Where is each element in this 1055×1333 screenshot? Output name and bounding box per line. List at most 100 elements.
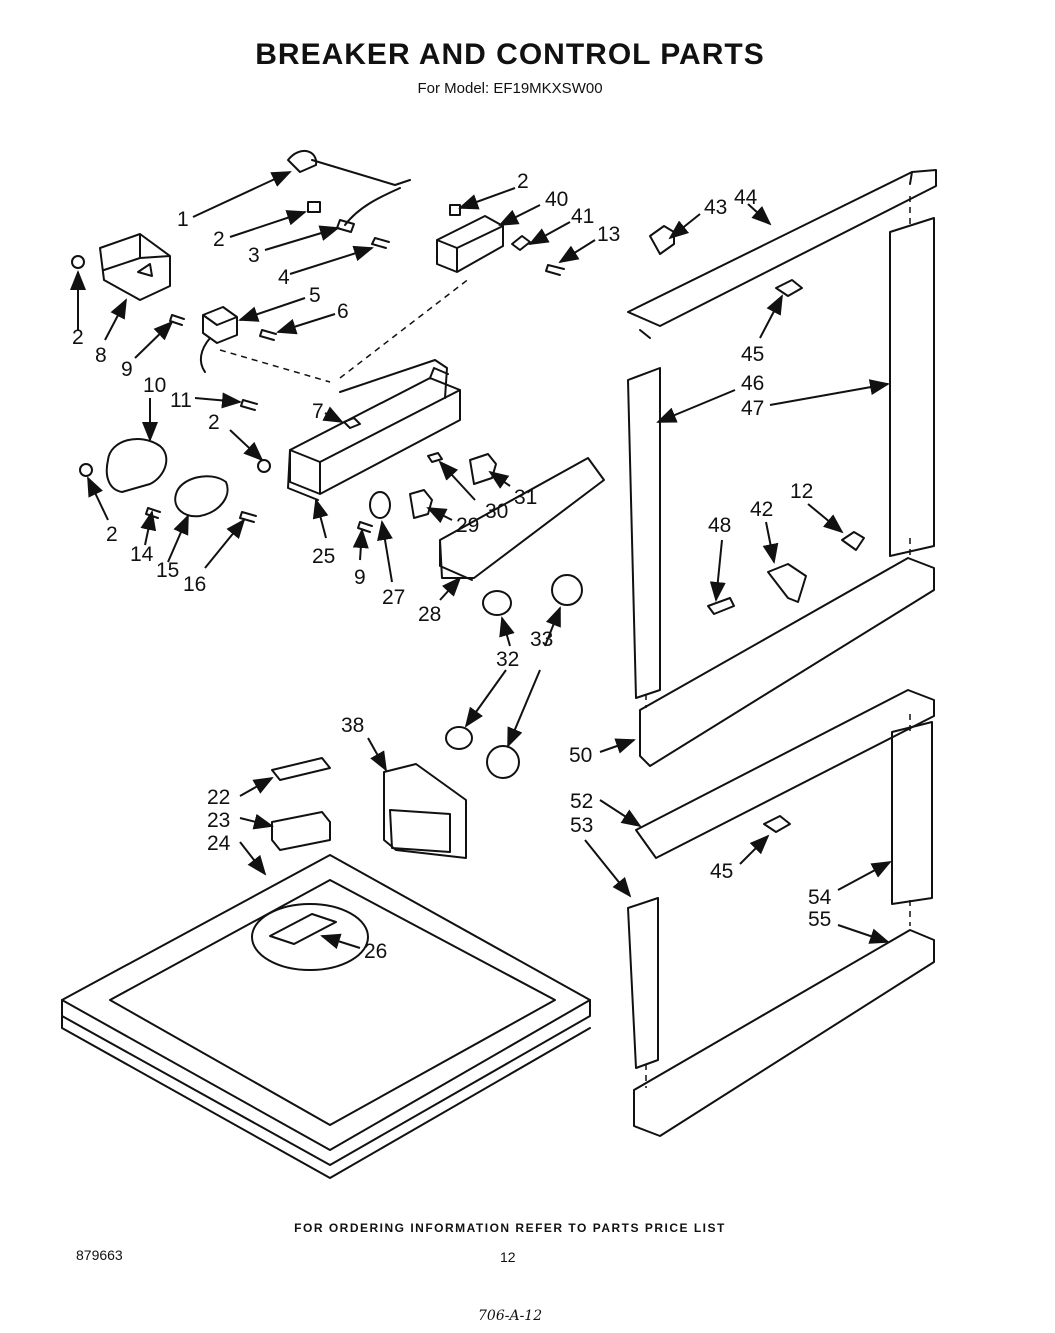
bulb-part-33b <box>486 745 520 779</box>
leader-8 <box>104 298 127 341</box>
socket-part-29 <box>409 489 433 519</box>
document-number: 879663 <box>76 1247 123 1263</box>
callout-12: 12 <box>790 480 813 503</box>
wire-lead-part <box>344 187 401 226</box>
vent-opening-part-26 <box>251 903 369 971</box>
callout-1: 1 <box>177 208 189 231</box>
frame-top-part-44 <box>627 169 937 339</box>
leader-50 <box>599 738 636 754</box>
harness-plug-part <box>287 150 411 186</box>
leader-54 <box>837 861 892 891</box>
bracket-part-42 <box>767 563 807 603</box>
callout-26: 26 <box>364 940 387 963</box>
callout-46: 46 <box>741 372 764 395</box>
leader-32a <box>499 616 515 647</box>
leader-7 <box>322 406 344 423</box>
leader-3 <box>264 225 340 251</box>
callout-54: 54 <box>808 886 832 909</box>
leader-16 <box>204 518 246 569</box>
screw-part-9b <box>357 521 373 533</box>
leader-33a <box>544 606 561 647</box>
callout-55: 55 <box>808 908 831 931</box>
leader-1 <box>192 171 292 218</box>
trim-part-28 <box>439 457 605 581</box>
leader-6 <box>276 313 336 335</box>
leader-9b <box>352 528 369 561</box>
leader-48 <box>709 539 726 602</box>
screw-part-11 <box>240 399 258 411</box>
screw-part-13 <box>545 264 565 276</box>
leader-12 <box>807 503 844 534</box>
leader-4 <box>289 245 374 275</box>
callout-6: 6 <box>337 300 349 323</box>
screw-part-4 <box>371 237 390 249</box>
bracket-part-10 <box>105 437 168 493</box>
clip-part-43 <box>649 225 675 255</box>
callout-16: 16 <box>183 573 206 596</box>
callout-32: 32 <box>496 648 519 671</box>
leader-41 <box>528 221 571 245</box>
screw-part-14 <box>145 507 161 519</box>
callout-10: 10 <box>143 374 166 397</box>
callout-45: 45 <box>710 860 733 883</box>
callout-9: 9 <box>121 358 133 381</box>
model-line: For Model: EF19MKXSW00 <box>417 80 603 97</box>
callout-9: 9 <box>354 566 366 589</box>
callout-27: 27 <box>382 586 405 609</box>
callout-31: 31 <box>514 486 537 509</box>
panel-top-flange <box>287 359 448 501</box>
leader-29 <box>426 507 453 524</box>
callout-29: 29 <box>456 514 479 537</box>
leader-2e <box>87 476 109 521</box>
control-panel-part-25 <box>289 367 461 495</box>
frame-right-part-47 <box>889 217 935 557</box>
lens-part-32 <box>482 590 512 616</box>
part-48 <box>707 597 735 615</box>
callout-14: 14 <box>130 543 154 566</box>
screw-part-16 <box>239 511 257 523</box>
callout-2: 2 <box>517 170 529 193</box>
leader-27 <box>377 520 393 583</box>
callout-24: 24 <box>207 832 231 855</box>
callout-2: 2 <box>106 523 118 546</box>
callout-2: 2 <box>208 411 220 434</box>
handwritten-reference: 706-A-12 <box>478 1308 543 1324</box>
frame-right-part-54 <box>891 721 933 905</box>
leader-46 <box>656 389 736 423</box>
callout-43: 43 <box>704 196 727 219</box>
lens-part-32b <box>445 726 473 750</box>
leader-42 <box>762 521 779 564</box>
leader-45a <box>759 294 783 339</box>
leader-15 <box>167 514 189 563</box>
callout-4: 4 <box>278 266 290 289</box>
callout-5: 5 <box>309 284 321 307</box>
leader-53 <box>584 839 632 898</box>
callout-22: 22 <box>207 786 230 809</box>
page-number: 12 <box>500 1249 516 1265</box>
switch-lead <box>199 337 211 373</box>
leader-2b <box>458 187 516 210</box>
bulb-part-33 <box>551 574 583 606</box>
callout-28: 28 <box>418 603 441 626</box>
leader-38 <box>367 737 387 772</box>
leader-43 <box>668 213 701 240</box>
leader-2a <box>229 210 307 238</box>
lamp-housing-part-38 <box>383 763 467 859</box>
vent-grille-part-22 <box>271 757 331 781</box>
bracket-part-8 <box>99 233 171 301</box>
hinge-part-45a <box>775 279 803 297</box>
leader-25 <box>312 498 329 539</box>
leader-33b <box>507 669 541 748</box>
leader-22 <box>239 777 274 797</box>
lamp-socket-part-31 <box>469 453 497 485</box>
door-panel-part-24 <box>61 854 591 1151</box>
callout-30: 30 <box>485 500 508 523</box>
part-30 <box>427 452 443 463</box>
leader-40 <box>498 204 541 226</box>
door-panel-edge <box>61 999 591 1179</box>
leader-26 <box>320 933 361 950</box>
ordering-note: FOR ORDERING INFORMATION REFER TO PARTS … <box>294 1221 726 1235</box>
door-panel-inner <box>109 879 556 1126</box>
switch-part-7 <box>343 417 361 429</box>
